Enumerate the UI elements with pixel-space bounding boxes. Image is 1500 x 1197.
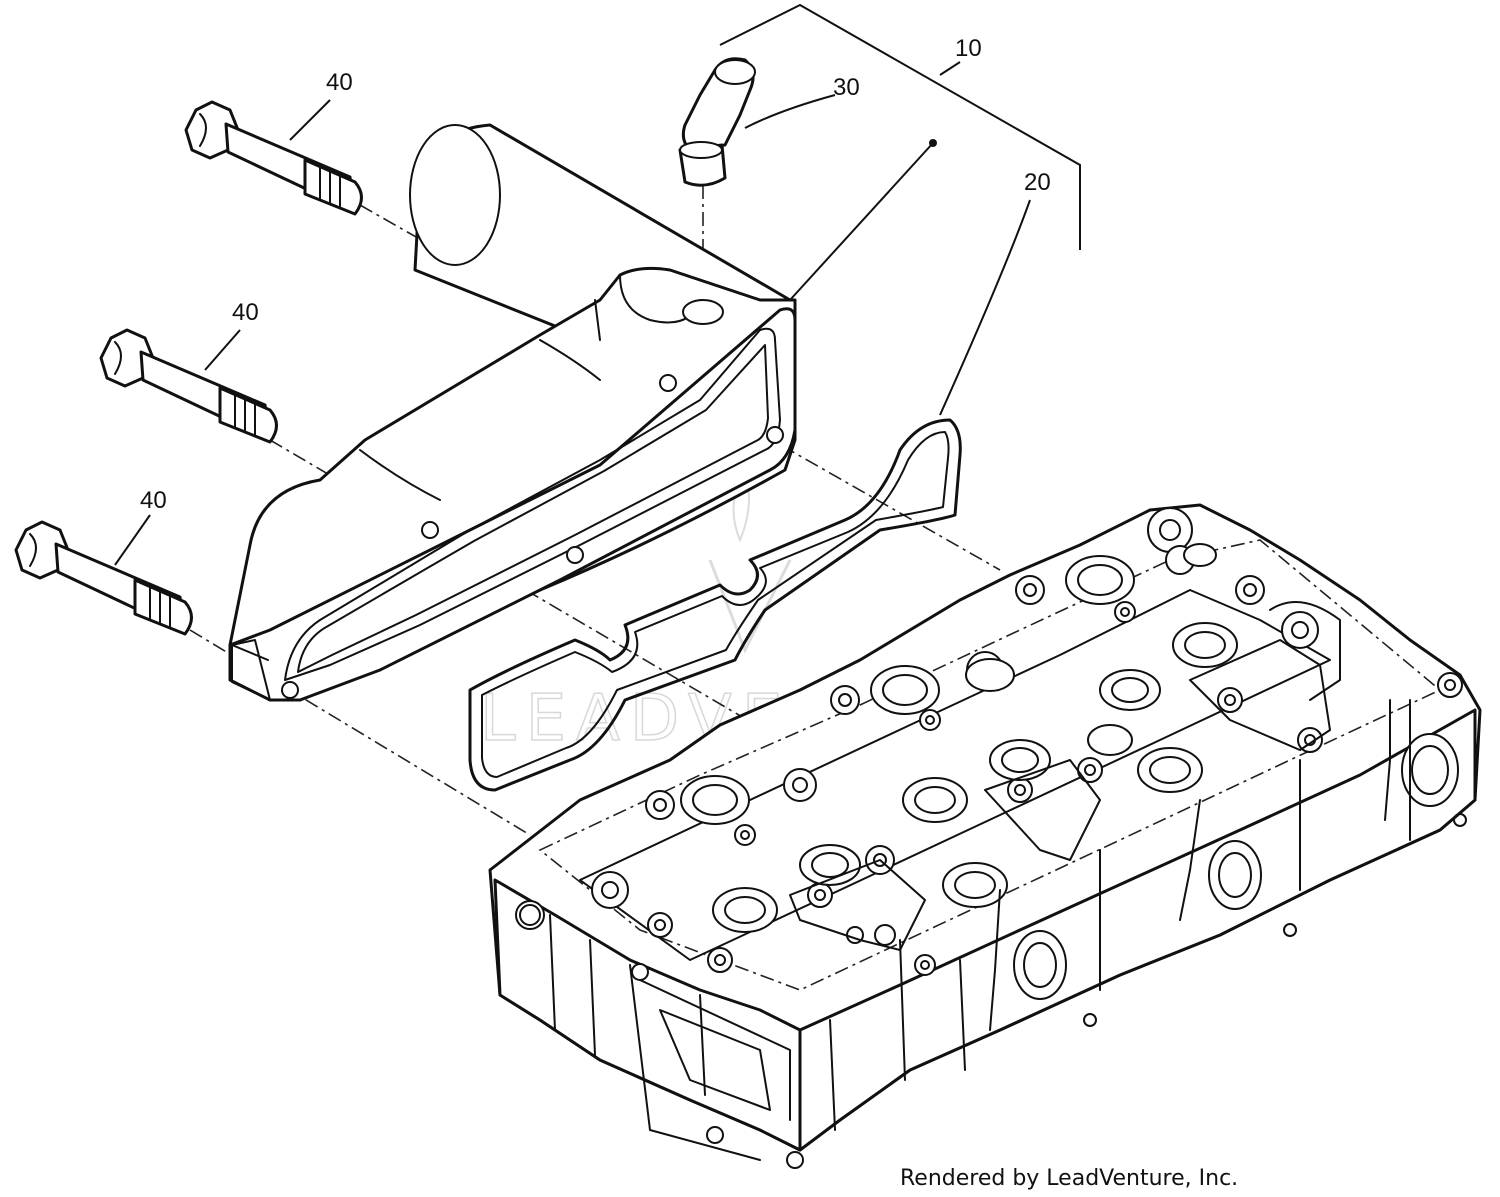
callout-40-top: 40	[326, 69, 353, 96]
callout-20: 20	[1024, 169, 1051, 196]
bolt-top	[184, 100, 363, 216]
leader-lines	[114, 3, 1081, 566]
bolt-bottom	[14, 520, 193, 636]
rocker-cover-assembly	[228, 123, 937, 702]
head-side-bosses	[899, 699, 1467, 1081]
bolt-middle	[99, 328, 278, 444]
head-front-face	[519, 904, 966, 1169]
head-valve-seats	[712, 543, 1238, 933]
cylinder-head	[488, 503, 1482, 1169]
elbow-pipe	[678, 57, 756, 187]
callout-40-middle: 40	[232, 299, 259, 326]
head-rocker-pedestals	[789, 601, 1341, 951]
callout-30: 30	[833, 74, 860, 101]
gasket	[468, 418, 962, 792]
render-credit: Rendered by LeadVenture, Inc.	[900, 1166, 1238, 1191]
callout-10: 10	[955, 35, 982, 62]
head-threaded-ports	[680, 555, 1135, 825]
callout-40-bottom: 40	[140, 487, 167, 514]
